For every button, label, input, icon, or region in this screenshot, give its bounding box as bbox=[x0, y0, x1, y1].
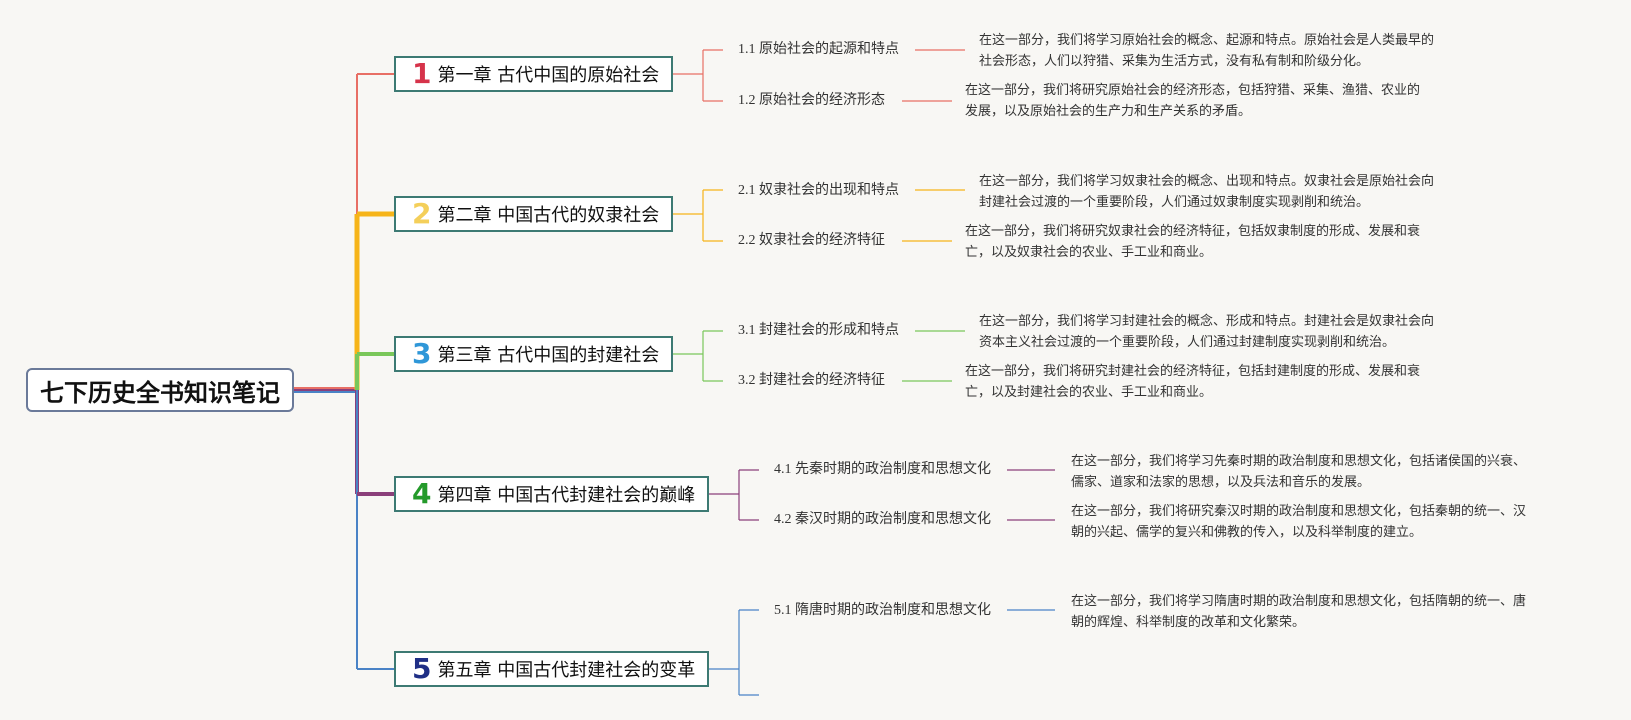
topic-1-1-title[interactable]: 1.1 原始社会的起源和特点 bbox=[738, 42, 899, 57]
chapter-3-node[interactable]: 3 第三章 古代中国的封建社会 bbox=[394, 336, 673, 372]
chapter-4-number: 4 bbox=[412, 477, 432, 510]
topic-2-2-description: 在这一部分，我们将研究奴隶社会的经济特征，包括奴隶制度的形成、发展和衰 亡，以及… bbox=[965, 221, 1420, 263]
chapter-4-node[interactable]: 4 第四章 中国古代封建社会的巅峰 bbox=[394, 476, 709, 512]
root-title: 七下历史全书知识笔记 bbox=[40, 378, 280, 407]
topic-3-2-desc-line1: 在这一部分，我们将研究封建社会的经济特征，包括封建制度的形成、发展和衰 bbox=[965, 364, 1421, 379]
chapter-1-number: 1 bbox=[412, 57, 432, 90]
chapter-4-title: 第四章 中国古代封建社会的巅峰 bbox=[437, 485, 696, 506]
chapter-1-title: 第一章 古代中国的原始社会 bbox=[437, 65, 660, 86]
topic-3-1-desc-line2: 资本主义社会过渡的一个重要阶段，人们通过封建制度实现剥削和统治。 bbox=[979, 335, 1396, 350]
chapter-2-number: 2 bbox=[412, 197, 432, 230]
chapter-3-title: 第三章 古代中国的封建社会 bbox=[437, 345, 660, 366]
topic-4-1-description: 在这一部分，我们将学习先秦时期的政治制度和思想文化，包括诸侯国的兴衰、 儒家、道… bbox=[1071, 451, 1526, 493]
root-topic[interactable]: 七下历史全书知识笔记 bbox=[26, 368, 294, 412]
topic-2-1-desc-line2: 封建社会过渡的一个重要阶段，人们通过奴隶制度实现剥削和统治。 bbox=[979, 195, 1370, 210]
topic-5-1-description: 在这一部分，我们将学习隋唐时期的政治制度和思想文化，包括隋朝的统一、唐 朝的辉煌… bbox=[1071, 591, 1526, 633]
topic-4-2-desc-line2: 朝的兴起、儒学的复兴和佛教的传入，以及科举制度的建立。 bbox=[1071, 525, 1423, 540]
topic-4-1-desc-line2: 儒家、道家和法家的思想，以及兵法和音乐的发展。 bbox=[1071, 475, 1371, 490]
chapter-5-title: 第五章 中国古代封建社会的变革 bbox=[437, 660, 696, 681]
topic-1-1-desc-line2: 社会形态，人们以狩猎、采集为生活方式，没有私有制和阶级分化。 bbox=[979, 54, 1370, 69]
topic-3-1-title[interactable]: 3.1 封建社会的形成和特点 bbox=[738, 323, 899, 338]
chapter-2-node[interactable]: 2 第二章 中国古代的奴隶社会 bbox=[394, 196, 673, 232]
topic-2-2-desc-line1: 在这一部分，我们将研究奴隶社会的经济特征，包括奴隶制度的形成、发展和衰 bbox=[965, 224, 1421, 239]
topic-3-2-desc-line2: 亡，以及封建社会的农业、手工业和商业。 bbox=[965, 385, 1213, 400]
topic-1-2-title[interactable]: 1.2 原始社会的经济形态 bbox=[738, 93, 885, 108]
chapter-5-number: 5 bbox=[412, 652, 432, 685]
chapter-5-node[interactable]: 5 第五章 中国古代封建社会的变革 bbox=[394, 651, 709, 687]
topic-4-1-title[interactable]: 4.1 先秦时期的政治制度和思想文化 bbox=[774, 462, 991, 477]
chapter-3-number: 3 bbox=[412, 337, 432, 370]
topic-3-2-title[interactable]: 3.2 封建社会的经济特征 bbox=[738, 373, 885, 388]
topic-1-1-description: 在这一部分，我们将学习原始社会的概念、起源和特点。原始社会是人类最早的 社会形态… bbox=[979, 30, 1434, 72]
topic-5-1-desc-line2: 朝的辉煌、科举制度的改革和文化繁荣。 bbox=[1071, 615, 1306, 630]
chapter-2-title: 第二章 中国古代的奴隶社会 bbox=[437, 205, 660, 226]
topic-1-1-desc-line1: 在这一部分，我们将学习原始社会的概念、起源和特点。原始社会是人类最早的 bbox=[979, 33, 1435, 48]
topic-3-1-description: 在这一部分，我们将学习封建社会的概念、形成和特点。封建社会是奴隶社会向 资本主义… bbox=[979, 311, 1434, 353]
topic-4-2-description: 在这一部分，我们将研究秦汉时期的政治制度和思想文化，包括秦朝的统一、汉 朝的兴起… bbox=[1071, 501, 1526, 543]
topic-2-1-desc-line1: 在这一部分，我们将学习奴隶社会的概念、出现和特点。奴隶社会是原始社会向 bbox=[979, 174, 1435, 189]
topic-3-2-description: 在这一部分，我们将研究封建社会的经济特征，包括封建制度的形成、发展和衰 亡，以及… bbox=[965, 361, 1420, 403]
topic-4-1-desc-line1: 在这一部分，我们将学习先秦时期的政治制度和思想文化，包括诸侯国的兴衰、 bbox=[1071, 454, 1527, 469]
topic-5-1-title[interactable]: 5.1 隋唐时期的政治制度和思想文化 bbox=[774, 603, 991, 618]
topic-2-2-desc-line2: 亡，以及奴隶社会的农业、手工业和商业。 bbox=[965, 245, 1213, 260]
topic-4-2-desc-line1: 在这一部分，我们将研究秦汉时期的政治制度和思想文化，包括秦朝的统一、汉 bbox=[1071, 504, 1527, 519]
topic-5-1-desc-line1: 在这一部分，我们将学习隋唐时期的政治制度和思想文化，包括隋朝的统一、唐 bbox=[1071, 594, 1527, 609]
topic-3-1-desc-line1: 在这一部分，我们将学习封建社会的概念、形成和特点。封建社会是奴隶社会向 bbox=[979, 314, 1435, 329]
topic-1-2-description: 在这一部分，我们将研究原始社会的经济形态，包括狩猎、采集、渔猎、农业的 发展，以… bbox=[965, 80, 1420, 122]
topic-4-2-title[interactable]: 4.2 秦汉时期的政治制度和思想文化 bbox=[774, 512, 991, 527]
topic-1-2-desc-line1: 在这一部分，我们将研究原始社会的经济形态，包括狩猎、采集、渔猎、农业的 bbox=[965, 83, 1421, 98]
chapter-1-node[interactable]: 1 第一章 古代中国的原始社会 bbox=[394, 56, 673, 92]
topic-1-2-desc-line2: 发展，以及原始社会的生产力和生产关系的矛盾。 bbox=[965, 104, 1252, 119]
topic-2-1-title[interactable]: 2.1 奴隶社会的出现和特点 bbox=[738, 183, 899, 198]
topic-2-2-title[interactable]: 2.2 奴隶社会的经济特征 bbox=[738, 233, 885, 248]
topic-2-1-description: 在这一部分，我们将学习奴隶社会的概念、出现和特点。奴隶社会是原始社会向 封建社会… bbox=[979, 171, 1434, 213]
